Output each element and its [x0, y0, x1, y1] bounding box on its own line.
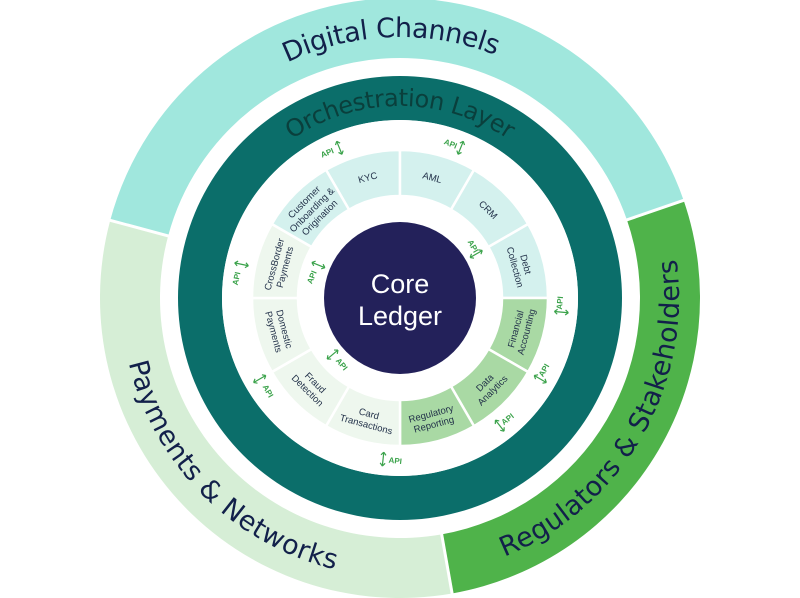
module-label: KYC	[357, 170, 379, 186]
api-connector: API	[553, 296, 569, 316]
module-label: AML	[421, 170, 443, 186]
module-label: Debt	[517, 253, 533, 276]
api-label: API	[555, 296, 565, 310]
outer-segment-regulators-stakeholders	[441, 200, 700, 594]
outer-divider	[624, 198, 687, 222]
outer-divider	[107, 218, 171, 238]
api-label: API	[388, 456, 402, 466]
module-label: Card	[357, 406, 380, 422]
api-connector: API	[231, 260, 249, 286]
outer-divider	[439, 532, 454, 596]
core-label: Ledger	[358, 301, 442, 331]
core-label: Core	[371, 269, 430, 299]
module-label-group: KYC	[357, 170, 379, 186]
module-label-group: AML	[421, 170, 443, 186]
core-circle	[324, 222, 476, 374]
api-connector: API	[379, 451, 402, 467]
outer-segment-payments-networks	[99, 220, 453, 598]
api-label: API	[231, 271, 243, 286]
outer-segment-digital-channels	[110, 0, 684, 236]
